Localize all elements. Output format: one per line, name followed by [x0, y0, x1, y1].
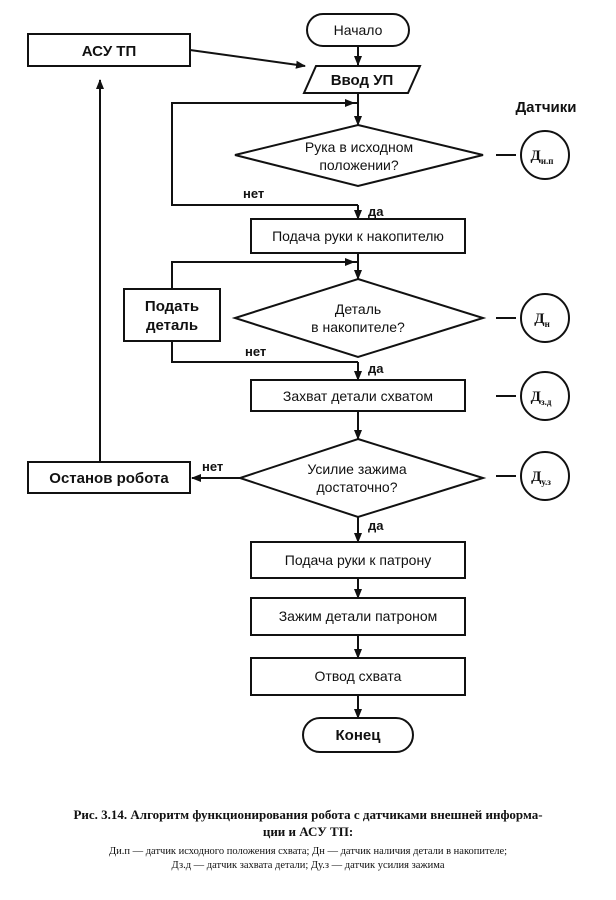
step-clamp-in-chuck-label: Зажим детали патроном	[279, 608, 438, 624]
step-clamp-in-chuck	[250, 597, 466, 636]
sensor-home-position-label: Ди.п	[531, 148, 554, 166]
decision-arm-home	[234, 123, 484, 188]
decision-part-line1: Деталь	[335, 301, 381, 317]
step-grip-part-label: Захват детали схватом	[283, 388, 433, 404]
decision-clamp-line2: достаточно?	[316, 479, 397, 495]
decision-part-in-storage	[231, 277, 487, 359]
asu-label: АСУ ТП	[82, 43, 137, 60]
decision-arm-home-line1: Рука в исходном	[305, 139, 413, 155]
d2-yes-label: да	[368, 361, 384, 376]
sensor-part-presence-label: Дн	[534, 311, 550, 329]
step-retract-gripper-label: Отвод схвата	[315, 668, 402, 684]
asu-box	[27, 33, 191, 67]
start-terminator	[306, 13, 410, 47]
edge-d1-no-loop	[171, 102, 358, 206]
stop-robot-box	[27, 461, 191, 494]
stop-robot-label: Останов робота	[49, 470, 169, 487]
sensor-part-grip-label: Дз.д	[531, 389, 552, 407]
input-parallelogram	[302, 65, 422, 94]
figure-legend: Ди.п — датчик исходного положения схвата…	[0, 845, 616, 873]
step-arm-to-chuck-label: Подача руки к патрону	[285, 552, 431, 568]
end-label: Конец	[336, 727, 382, 744]
edge-asu-input	[189, 49, 306, 69]
input-label: Ввод УП	[331, 72, 394, 89]
caption-title-line1: Рис. 3.14. Алгоритм функционирования роб…	[73, 807, 543, 822]
end-terminator	[302, 717, 414, 753]
decision-part-line2: в накопителе?	[311, 319, 405, 335]
caption-legend-line2: Дз.д — датчик захвата детали; Ду.з — дат…	[171, 860, 445, 871]
step-arm-to-storage	[250, 218, 466, 254]
start-label: Начало	[334, 22, 383, 38]
d3-no-label: нет	[202, 459, 223, 474]
decision-clamp-line1: Усилие зажима	[307, 461, 406, 477]
sensor-part-grip	[520, 371, 570, 421]
sensor-clamp-force-label: Ду.з	[531, 469, 551, 487]
decision-clamp-force	[236, 437, 487, 519]
sensor-part-presence	[520, 293, 570, 343]
feed-part-line2: деталь	[146, 317, 198, 334]
sensor-clamp-force	[520, 451, 570, 501]
d1-yes-label: да	[368, 204, 384, 219]
decision-arm-home-line2: положении?	[319, 157, 399, 173]
sensors-header: Датчики	[515, 99, 576, 116]
step-arm-to-storage-label: Подача руки к накопителю	[272, 228, 444, 244]
step-arm-to-chuck	[250, 541, 466, 579]
figure-caption: Рис. 3.14. Алгоритм функционирования роб…	[0, 806, 616, 840]
caption-legend-line1: Ди.п — датчик исходного положения схвата…	[108, 846, 508, 857]
d2-no-label: нет	[245, 344, 266, 359]
flowchart: Начало АСУ ТП Ввод УП Датчики Рука в исх…	[27, 13, 577, 753]
sensor-home-position	[520, 130, 570, 180]
d1-no-label: нет	[243, 186, 264, 201]
feed-part-box	[123, 288, 221, 342]
feed-part-line1: Подать	[145, 298, 199, 315]
step-grip-part	[250, 379, 466, 412]
d3-yes-label: да	[368, 518, 384, 533]
caption-title-line2: ции и АСУ ТП:	[262, 824, 354, 839]
step-retract-gripper	[250, 657, 466, 696]
